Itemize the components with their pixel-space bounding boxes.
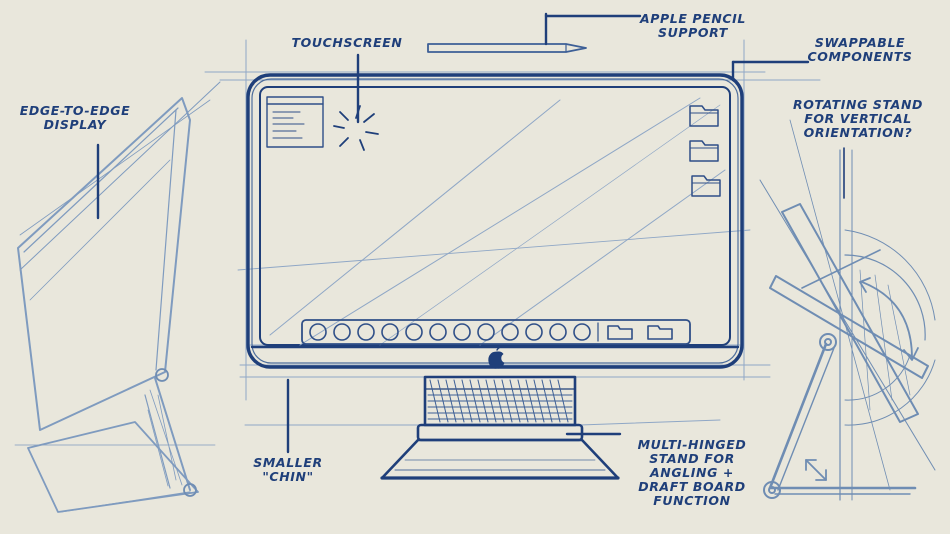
dock (301, 319, 691, 345)
label-touchscreen: TOUCHSCREEN (291, 35, 403, 50)
callout-lines (96, 12, 845, 454)
folder-icon (689, 105, 719, 127)
apple-pencil-icon (427, 43, 587, 53)
label-apple-pencil-support: APPLE PENCIL SUPPORT (639, 11, 746, 40)
side-profile-sketch (14, 81, 221, 513)
label-smaller-chin: SMALLER "CHIN" (253, 455, 323, 484)
monitor-foot (380, 438, 620, 480)
monitor-neck (416, 375, 584, 442)
window-icon (266, 96, 324, 148)
folder-icon (689, 140, 719, 162)
rotating-stand-sketch (759, 119, 936, 501)
folder-icon (691, 175, 721, 197)
monitor-front (246, 73, 744, 369)
side-hinge-icons (155, 368, 197, 497)
label-rotating-stand: ROTATING STAND FOR VERTICAL ORIENTATION? (792, 97, 923, 140)
dock-app-icons (309, 323, 591, 341)
desktop-folder-icons (689, 105, 721, 197)
label-multi-hinged-stand: MULTI-HINGED STAND FOR ANGLING + DRAFT B… (637, 437, 747, 508)
label-swappable-components: SWAPPABLE COMPONENTS (807, 35, 913, 64)
touch-icon (333, 105, 379, 151)
dock-folder-icon (647, 325, 673, 340)
label-edge-to-edge-display: EDGE-TO-EDGE DISPLAY (19, 103, 131, 132)
dock-folder-icon (607, 325, 633, 340)
rotating-hinge-icons (763, 333, 837, 499)
apple-logo-icon (488, 346, 505, 369)
